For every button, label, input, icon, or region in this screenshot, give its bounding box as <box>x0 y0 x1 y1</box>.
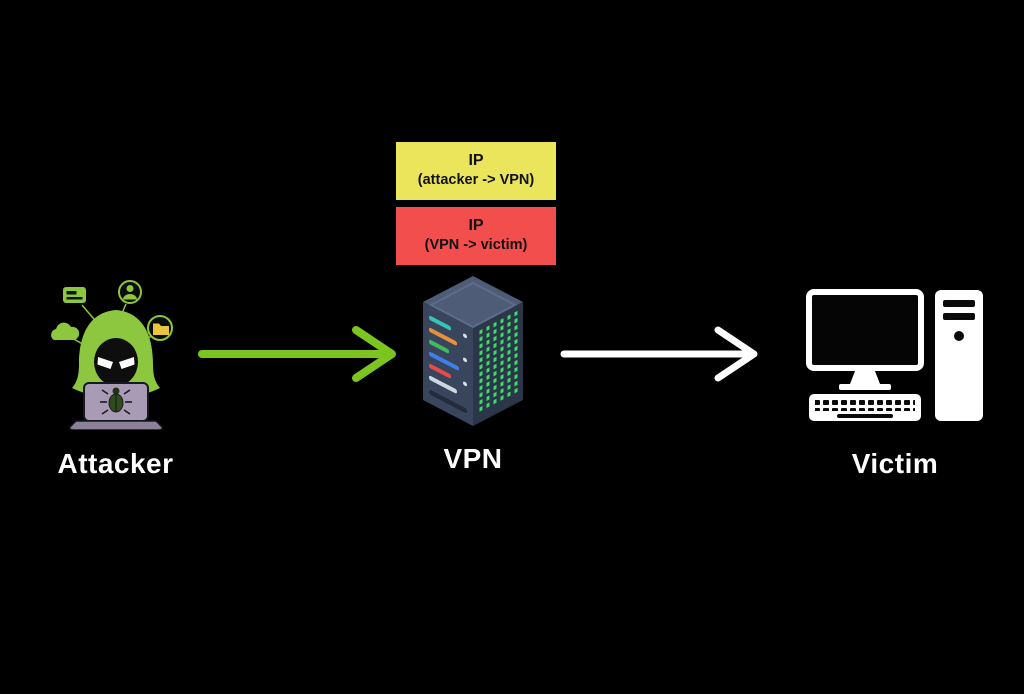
folder-icon <box>146 315 173 341</box>
vpn-node: VPN <box>393 274 553 475</box>
attacker-label: Attacker <box>57 448 174 479</box>
attacker-node: Attacker <box>38 280 193 480</box>
packet-protocol-label: IP <box>468 217 484 234</box>
keyboard-icon <box>809 394 921 421</box>
vpn-label: VPN <box>443 443 503 474</box>
laptop-icon <box>68 382 163 430</box>
server-status-lights <box>429 315 467 413</box>
packet-route-label: (VPN -> victim) <box>424 237 528 253</box>
bug-icon <box>99 387 132 415</box>
person-icon <box>117 280 142 304</box>
attacker-to-vpn-arrow <box>198 326 396 382</box>
monitor-icon <box>806 289 924 390</box>
victim-node: Victim <box>800 288 990 480</box>
tower-icon <box>935 290 983 421</box>
server-top-edge <box>428 281 518 329</box>
arrow-head <box>714 326 758 382</box>
hacker-icon <box>50 280 173 430</box>
cloud-icon <box>50 322 79 340</box>
face-shape <box>93 338 138 386</box>
packet-label-stack: IP (attacker -> VPN) IP (VPN -> victim) <box>396 142 556 265</box>
victim-label: Victim <box>851 448 939 479</box>
arrow-head <box>352 326 396 382</box>
server-icon <box>423 276 523 426</box>
eyes-shape <box>97 357 134 369</box>
card-icon <box>62 287 86 303</box>
computer-icon <box>806 289 983 421</box>
packet-protocol-label: IP <box>468 152 484 169</box>
packet-label-vpn-victim: IP (VPN -> victim) <box>396 207 556 265</box>
vpn-to-victim-arrow <box>560 326 758 382</box>
server-vent-leds <box>479 310 518 415</box>
packet-label-attacker-vpn: IP (attacker -> VPN) <box>396 142 556 200</box>
packet-route-label: (attacker -> VPN) <box>417 172 535 188</box>
